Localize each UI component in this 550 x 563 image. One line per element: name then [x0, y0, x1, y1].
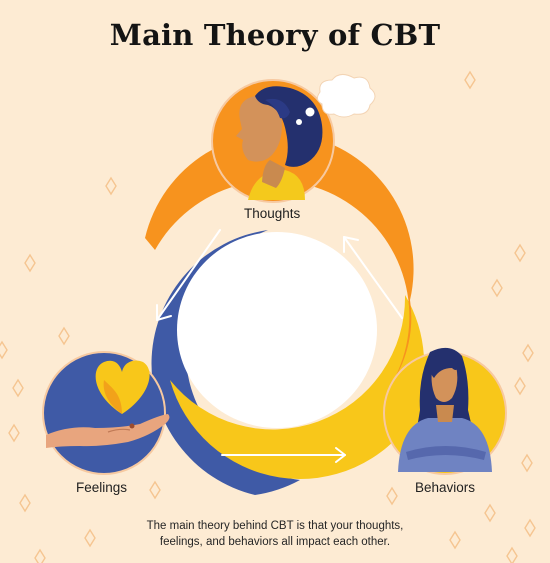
ring-segment-thoughts-orange	[145, 132, 414, 383]
caption-line-1: The main theory behind CBT is that your …	[146, 520, 404, 532]
page-title: Main Theory of CBT	[109, 18, 441, 52]
thought-cloud-icon	[296, 74, 376, 125]
thoughts-node	[211, 79, 335, 203]
ring-segment-behaviors-yellow	[170, 295, 425, 479]
thoughts-label: Thoughts	[244, 206, 301, 221]
woman-arms-crossed-icon	[398, 347, 492, 472]
ring-center	[177, 232, 377, 428]
arrow-icon	[343, 236, 403, 319]
caption-line-2: feelings, and behaviors all impact each …	[159, 536, 391, 548]
thinking-woman-icon	[236, 86, 323, 200]
behaviors-node	[383, 347, 507, 475]
arrow-icon	[156, 229, 221, 321]
arrow-icon	[221, 447, 346, 463]
feelings-label: Feelings	[76, 480, 128, 495]
background-diamond-icons	[0, 70, 536, 563]
behaviors-label: Behaviors	[415, 480, 476, 495]
caption: The main theory behind CBT is that your …	[75, 518, 475, 550]
feelings-node	[42, 351, 170, 475]
heart-in-hand-icon	[46, 360, 170, 448]
